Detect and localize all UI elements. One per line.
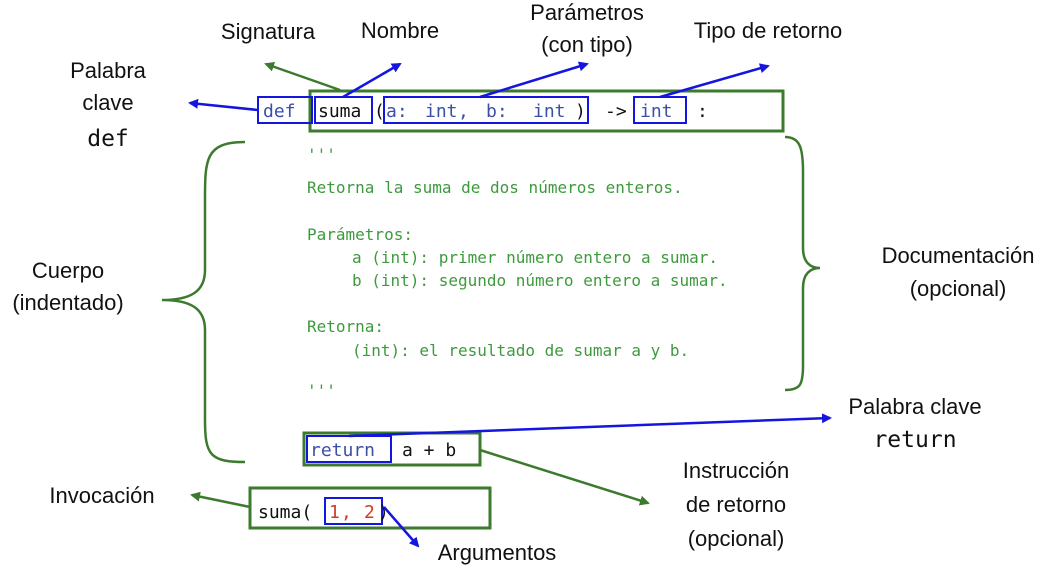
label-invocacion: Invocación (49, 483, 154, 508)
return-keyword-arrow (348, 413, 832, 438)
docstring-open: ''' (307, 145, 336, 164)
code-colon: : (697, 101, 708, 122)
code-function-name: suma (318, 101, 361, 122)
label-palabra-return-2: return (873, 427, 956, 453)
label-tipo-retorno: Tipo de retorno (694, 18, 842, 43)
label-parametros-1: Parámetros (530, 0, 644, 25)
code-open-paren: ( (374, 101, 385, 122)
signature-arrow (264, 61, 341, 92)
label-palabra-return-1: Palabra clave (848, 394, 981, 419)
code-arrow: -> (605, 101, 627, 122)
label-instruccion-2: de retorno (686, 492, 786, 517)
invocation-box (248, 486, 492, 530)
code-comma: , (458, 101, 469, 122)
code-call-comma: , (341, 502, 352, 523)
code-def-keyword: def (263, 101, 296, 122)
docstring-line-3: a (int): primer número entero a sumar. (352, 248, 718, 267)
parameters-arrow (479, 61, 589, 99)
code-call-close: ) (378, 502, 389, 523)
docstring-line-4: b (int): segundo número entero a sumar. (352, 271, 728, 290)
docstring-line-6: (int): el resultado de sumar a y b. (352, 341, 689, 360)
signature-box (308, 89, 785, 133)
docstring-line-5: Retorna: (307, 317, 384, 336)
code-return-keyword: return (310, 440, 375, 461)
label-documentacion-2: (opcional) (910, 276, 1007, 301)
code-type-int-2: int (533, 101, 566, 122)
label-parametros-2: (con tipo) (541, 32, 633, 57)
label-palabra-def-3: def (87, 126, 129, 152)
label-instruccion-3: (opcional) (688, 526, 785, 551)
label-palabra-def-2: clave (82, 90, 133, 115)
code-close-paren: ) (575, 101, 586, 122)
docstring-line-1: Retorna la suma de dos números enteros. (307, 178, 683, 197)
label-documentacion-1: Documentación (882, 243, 1035, 268)
label-nombre: Nombre (361, 18, 439, 43)
code-arg-1: 1 (329, 502, 340, 523)
label-cuerpo-1: Cuerpo (32, 258, 104, 283)
def-keyword-arrow (188, 98, 259, 112)
docstring-line-2: Parámetros: (307, 225, 413, 244)
label-argumentos: Argumentos (438, 540, 557, 565)
body-brace (161, 140, 246, 464)
return-type-arrow (659, 63, 770, 99)
arguments-arrow (383, 506, 420, 548)
label-instruccion-1: Instrucción (683, 458, 789, 483)
code-param-a: a: (386, 101, 408, 122)
label-cuerpo-2: (indentado) (12, 290, 123, 315)
arguments-box (324, 497, 383, 525)
docstring-close: ''' (307, 381, 336, 400)
return-statement-arrow (479, 448, 650, 506)
return-statement-box (302, 431, 482, 467)
code-return-type: int (640, 101, 673, 122)
code-arg-2: 2 (364, 502, 375, 523)
code-call-name: suma( (258, 502, 312, 523)
docstring-brace (784, 135, 821, 392)
name-arrow (342, 62, 402, 99)
label-palabra-def-1: Palabra (70, 58, 147, 83)
code-return-expression: a + b (402, 440, 456, 461)
parameters-box (383, 96, 589, 124)
invocation-arrow (190, 491, 251, 509)
label-signatura: Signatura (221, 19, 316, 44)
code-param-b: b: (486, 101, 508, 122)
code-type-int-1: int (425, 101, 458, 122)
